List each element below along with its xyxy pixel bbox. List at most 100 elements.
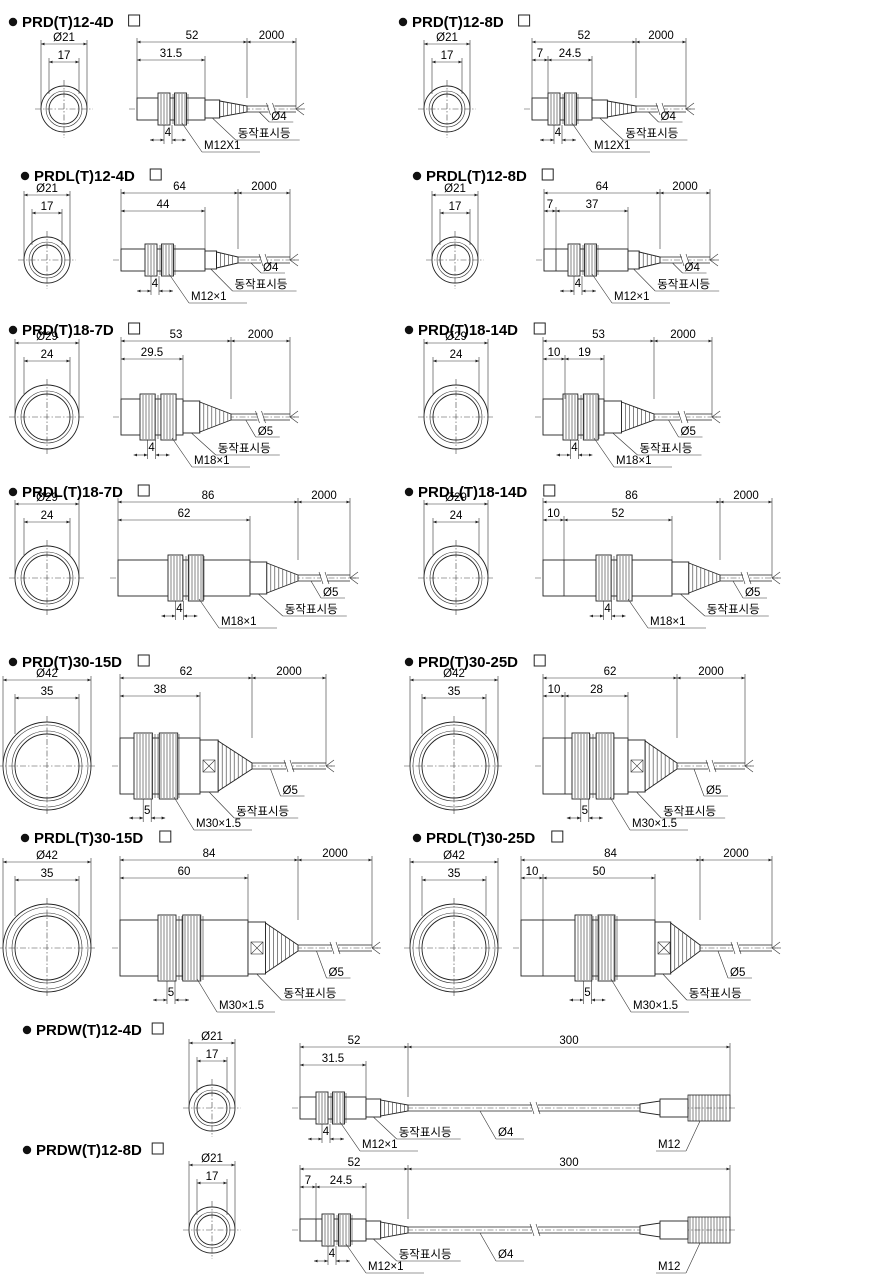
sensor-body xyxy=(531,97,593,121)
blank-box-icon xyxy=(518,14,531,27)
nut-width-label: 4 xyxy=(604,603,611,615)
cable-diameter-label: Ø5 xyxy=(283,785,298,797)
cable-length-label: 2000 xyxy=(698,666,724,678)
section-title: PRD(T)30-25D xyxy=(418,654,518,671)
outer-diameter-label: Ø21 xyxy=(436,32,458,44)
inner-diameter-label: 17 xyxy=(206,1171,219,1183)
total-length-label: 84 xyxy=(203,848,216,860)
outer-diameter-label: Ø42 xyxy=(36,850,58,862)
thread-label: M12×1 xyxy=(368,1261,403,1273)
total-length-label: 64 xyxy=(173,181,186,193)
led-indicator-label: 동작표시등 xyxy=(399,1126,452,1139)
blank-box-icon xyxy=(551,830,564,843)
blank-box-icon xyxy=(533,322,546,335)
cable-diameter-label: Ø4 xyxy=(685,262,701,274)
thread-length-label: 44 xyxy=(157,199,170,211)
lock-nut xyxy=(167,554,184,602)
section-title: PRD(T)18-7D xyxy=(22,322,114,339)
led-window xyxy=(202,759,216,773)
rear-cap xyxy=(603,400,622,434)
cable-diameter-label: Ø4 xyxy=(661,111,677,123)
cable-length-label: 2000 xyxy=(723,848,749,860)
thread-label: M12X1 xyxy=(594,140,630,152)
offset-label: 10 xyxy=(526,866,539,878)
section-title: PRD(T)18-14D xyxy=(418,322,518,339)
sensor-body xyxy=(136,97,206,121)
cable-diameter-label: Ø5 xyxy=(745,587,760,599)
inner-diameter-label: 35 xyxy=(448,686,461,698)
lock-nut xyxy=(564,92,577,126)
blank-box-icon xyxy=(159,830,172,843)
rear-cap xyxy=(591,99,608,119)
led-window xyxy=(657,941,671,955)
offset-label: 7 xyxy=(547,199,553,211)
blank-box-icon xyxy=(149,168,162,181)
inner-diameter-label: 35 xyxy=(41,868,54,880)
sensor-body xyxy=(117,559,251,597)
connector-body xyxy=(659,1098,689,1118)
total-length-label: 62 xyxy=(180,666,193,678)
lock-nut xyxy=(616,554,633,602)
led-indicator-label: 동작표시등 xyxy=(399,1248,452,1261)
thread-label: M30×1.5 xyxy=(633,1000,678,1012)
thread-length-label: 38 xyxy=(154,684,167,696)
connector-thread-label: M12 xyxy=(658,1139,680,1151)
led-indicator-label: 동작표시등 xyxy=(625,127,678,140)
thread-label: M12×1 xyxy=(191,291,226,303)
rear-cap xyxy=(627,739,646,793)
blank-box-icon xyxy=(533,654,546,667)
outer-diameter-label: Ø21 xyxy=(53,32,75,44)
blank-box-icon xyxy=(128,14,141,27)
cable-diameter-label: Ø5 xyxy=(706,785,721,797)
total-length-label: 86 xyxy=(202,490,215,502)
nut-width-label: 4 xyxy=(176,603,183,615)
blank-box-icon xyxy=(137,654,150,667)
blank-box-icon xyxy=(543,484,556,497)
thread-label: M18×1 xyxy=(221,616,256,628)
lock-nut xyxy=(139,393,156,441)
outer-diameter-label: Ø21 xyxy=(201,1153,223,1165)
section-title: PRDL(T)18-7D xyxy=(22,484,123,501)
offset-label: 10 xyxy=(547,508,560,520)
cable-length-label: 300 xyxy=(559,1035,578,1047)
inner-diameter-label: 17 xyxy=(441,50,454,62)
section-title: PRDL(T)30-15D xyxy=(34,830,143,847)
cable-length-label: 2000 xyxy=(733,490,759,502)
section-title: PRDW(T)12-8D xyxy=(36,1142,142,1159)
section-title: PRDL(T)18-14D xyxy=(418,484,527,501)
thread-length-label: 29.5 xyxy=(141,347,163,359)
strain-relief xyxy=(216,251,239,269)
total-length-label: 52 xyxy=(578,30,591,42)
thread-label: M30×1.5 xyxy=(632,818,677,830)
outer-diameter-label: Ø21 xyxy=(444,183,466,195)
cable-diameter-label: Ø5 xyxy=(329,967,344,979)
rear-cap xyxy=(249,561,268,595)
total-length-label: 53 xyxy=(170,329,183,341)
strain-relief xyxy=(217,740,253,792)
lock-nut xyxy=(584,243,597,277)
offset-label: 7 xyxy=(537,48,543,60)
blank-box-icon xyxy=(137,484,150,497)
bullet-icon xyxy=(8,657,18,667)
led-indicator-label: 동작표시등 xyxy=(236,805,289,818)
bullet-icon xyxy=(20,171,30,181)
bullet-icon xyxy=(22,1025,32,1035)
rear-cap xyxy=(365,1220,382,1240)
rear-cap xyxy=(671,561,690,595)
inner-diameter-label: 24 xyxy=(450,349,463,361)
inner-diameter-label: 17 xyxy=(206,1049,219,1061)
thread-label: M12X1 xyxy=(204,140,240,152)
offset-label: 10 xyxy=(548,684,561,696)
cable-length-label: 2000 xyxy=(672,181,698,193)
thread-length-label: 28 xyxy=(590,684,603,696)
strain-relief xyxy=(688,562,721,594)
section-title: PRD(T)30-15D xyxy=(22,654,122,671)
